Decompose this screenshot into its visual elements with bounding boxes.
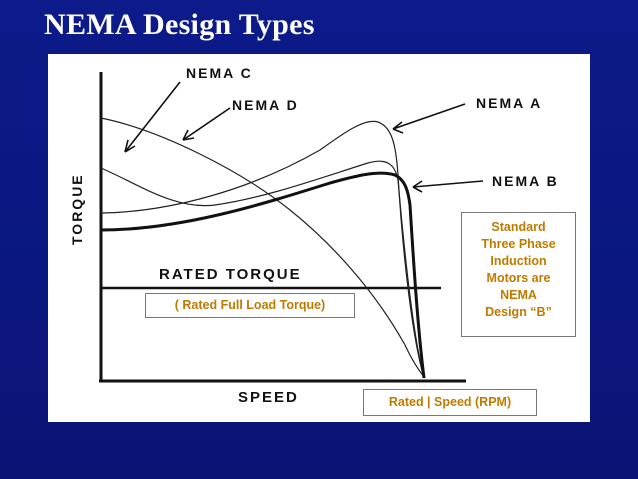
curve-nema-b bbox=[100, 171, 426, 379]
curve-nema-d bbox=[100, 117, 426, 379]
label-nema-a: NEMA A bbox=[476, 95, 542, 111]
arrow-nema-a-head bbox=[392, 121, 404, 134]
arrow-nema-c bbox=[124, 81, 181, 153]
label-nema-c: NEMA C bbox=[186, 65, 253, 81]
note-b-line: NEMA bbox=[500, 288, 537, 302]
slide-title: NEMA Design Types bbox=[44, 8, 315, 41]
note-b-line: Three Phase bbox=[481, 237, 556, 251]
arrow-nema-c-head bbox=[124, 139, 136, 153]
label-torque: TORQUE bbox=[69, 173, 85, 245]
label-nema-b: NEMA B bbox=[492, 173, 559, 189]
arrow-nema-a bbox=[392, 103, 466, 130]
note-rated-full-load-torque: ( Rated Full Load Torque) bbox=[145, 293, 355, 318]
label-rated-torque: RATED TORQUE bbox=[159, 266, 302, 283]
arrow-nema-d-head bbox=[182, 129, 195, 141]
curve-nema-c bbox=[100, 160, 425, 379]
note-b-line: Standard bbox=[491, 220, 546, 234]
note-standard-design-b: Standard Three Phase Induction Motors ar… bbox=[461, 212, 576, 337]
arrow-nema-b-head bbox=[412, 180, 423, 193]
arrow-nema-b bbox=[412, 180, 484, 188]
note-b-line: Induction bbox=[490, 254, 547, 268]
label-nema-d: NEMA D bbox=[232, 97, 299, 113]
arrow-nema-d bbox=[182, 107, 231, 141]
curve-nema-a bbox=[100, 120, 425, 379]
label-speed: SPEED bbox=[238, 389, 299, 406]
note-b-line: Design “B” bbox=[485, 305, 552, 319]
note-rated-speed: Rated | Speed (RPM) bbox=[363, 389, 537, 416]
note-b-line: Motors are bbox=[486, 271, 551, 285]
